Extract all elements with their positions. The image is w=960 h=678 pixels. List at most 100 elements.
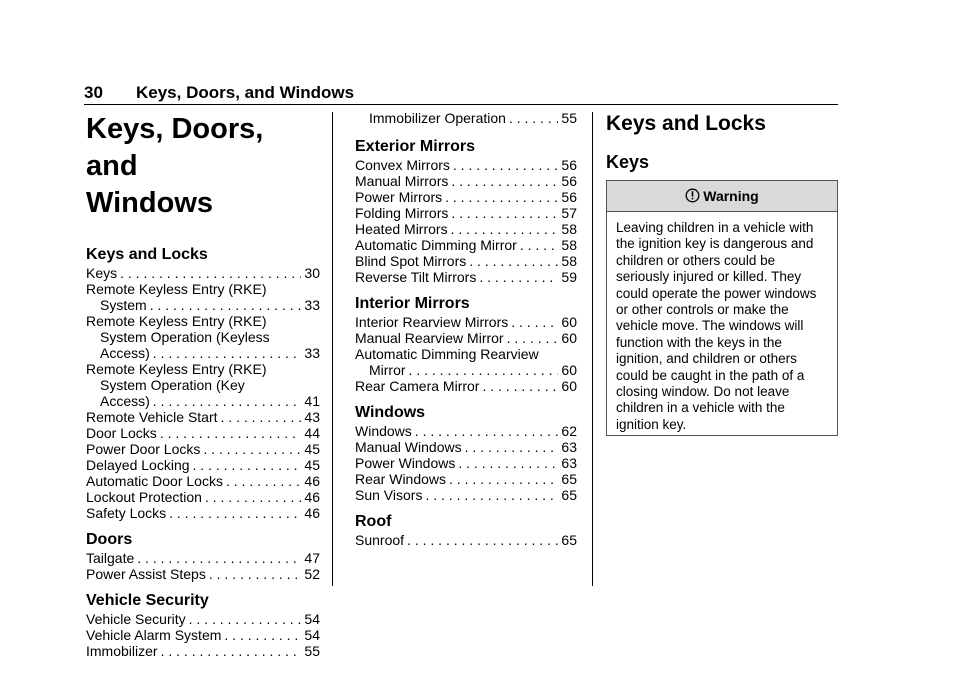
toc-entry[interactable]: Manual Mirrors 56 <box>355 173 577 189</box>
toc-entry-page: 55 <box>304 643 320 659</box>
toc-entry[interactable]: Keys30 <box>86 265 320 281</box>
toc-entry-page: 56 <box>561 189 577 205</box>
toc-entry-label: Interior Rearview Mirrors <box>355 314 509 330</box>
toc-entry-label: Remote Vehicle Start <box>86 409 218 425</box>
toc-entry[interactable]: Delayed Locking45 <box>86 457 320 473</box>
toc-entry-label: Manual Mirrors <box>355 173 449 189</box>
toc-section-keys-and-locks: Keys and LocksKeys30Remote Keyless Entry… <box>86 245 320 521</box>
toc-entry-label: Mirror <box>369 362 406 378</box>
toc-entry-page: 62 <box>561 423 577 439</box>
leader-dots <box>161 643 302 659</box>
toc-entry[interactable]: Windows62 <box>355 423 577 439</box>
toc-entry[interactable]: Manual Rearview Mirror60 <box>355 330 577 346</box>
leader-dots <box>451 205 558 221</box>
leader-dots <box>409 362 559 378</box>
toc-entry[interactable]: Door Locks 44 <box>86 425 320 441</box>
toc-column-2: Immobilizer Operation55 Exterior Mirrors… <box>355 110 577 548</box>
leader-dots <box>224 627 301 643</box>
toc-entry[interactable]: Lockout Protection 46 <box>86 489 320 505</box>
toc-entry-label: Sunroof <box>355 532 405 548</box>
toc-entry-label: Sun Visors <box>355 487 423 503</box>
toc-entry-page: 63 <box>561 439 577 455</box>
leader-dots <box>153 345 302 361</box>
toc-entry-label: Lockout Protection <box>86 489 202 505</box>
toc-entry-label: Access) <box>100 345 150 361</box>
toc-entry-page: 58 <box>561 221 577 237</box>
toc-entry-page: 46 <box>304 473 320 489</box>
toc-entry-label: Tailgate <box>86 550 135 566</box>
toc-entry-page: 58 <box>561 237 577 253</box>
toc-entry[interactable]: Power Door Locks45 <box>86 441 320 457</box>
toc-entry-label-line: Remote Keyless Entry (RKE) <box>86 361 267 377</box>
toc-entry[interactable]: Automatic Door Locks46 <box>86 473 320 489</box>
toc-entry-label: Immobilizer Operation <box>369 110 506 126</box>
toc-entry[interactable]: Heated Mirrors 58 <box>355 221 577 237</box>
toc-entry[interactable]: Vehicle Security54 <box>86 611 320 627</box>
toc-section-heading: Exterior Mirrors <box>355 138 476 155</box>
toc-entry[interactable]: Convex Mirrors56 <box>355 157 577 173</box>
leader-dots <box>169 505 301 521</box>
toc-entry-label: Door Locks <box>86 425 157 441</box>
toc-entry[interactable]: Automatic Dimming Mirror58 <box>355 237 577 253</box>
toc-section-heading: Doors <box>86 531 133 548</box>
toc-entry-label: System <box>100 297 147 313</box>
toc-entry[interactable]: Manual Windows 63 <box>355 439 577 455</box>
toc-entry[interactable]: Remote Keyless Entry (RKE)System Operati… <box>86 361 320 409</box>
toc-entry[interactable]: Immobilizer55 <box>86 643 320 659</box>
toc-entry[interactable]: Interior Rearview Mirrors60 <box>355 314 577 330</box>
toc-entry[interactable]: Automatic Dimming RearviewMirror60 <box>355 346 577 378</box>
toc-entry-label: Rear Camera Mirror <box>355 378 480 394</box>
toc-entry[interactable]: Rear Windows65 <box>355 471 577 487</box>
toc-entry[interactable]: Sun Visors65 <box>355 487 577 503</box>
toc-entry-label: Power Door Locks <box>86 441 201 457</box>
leader-dots <box>120 265 301 281</box>
toc-entry-page: 60 <box>561 330 577 346</box>
toc-entry-page: 46 <box>304 489 320 505</box>
leader-dots <box>160 425 302 441</box>
toc-entry[interactable]: Vehicle Alarm System54 <box>86 627 320 643</box>
leader-dots <box>150 297 302 313</box>
toc-entry[interactable]: Safety Locks46 <box>86 505 320 521</box>
toc-entry-label: Reverse Tilt Mirrors <box>355 269 477 285</box>
running-title: Keys, Doors, and Windows <box>136 83 355 102</box>
leader-dots <box>509 110 558 126</box>
toc-entry[interactable]: Blind Spot Mirrors58 <box>355 253 577 269</box>
toc-entry[interactable]: Immobilizer Operation55 <box>355 110 577 126</box>
toc-entry[interactable]: Remote Vehicle Start43 <box>86 409 320 425</box>
toc-entry-label: Manual Windows <box>355 439 462 455</box>
warning-text-line: could be caught in the path of a <box>616 367 805 383</box>
toc-entry[interactable]: Tailgate47 <box>86 550 320 566</box>
toc-entry-page: 65 <box>561 532 577 548</box>
toc-entry[interactable]: Remote Keyless Entry (RKE)System Operati… <box>86 313 320 361</box>
toc-entry-page: 56 <box>561 173 577 189</box>
toc-entry[interactable]: Remote Keyless Entry (RKE)System33 <box>86 281 320 313</box>
toc-entry[interactable]: Rear Camera Mirror 60 <box>355 378 577 394</box>
leader-dots <box>415 423 559 439</box>
toc-entry-label: Keys <box>86 265 118 281</box>
toc-entry-label: Access) <box>100 393 150 409</box>
warning-box: Warning Leaving children in a vehicle wi… <box>606 180 838 436</box>
warning-header: Warning <box>607 181 837 212</box>
toc-entry-label: Power Assist Steps <box>86 566 206 582</box>
toc-entry[interactable]: Power Windows63 <box>355 455 577 471</box>
leader-dots <box>458 455 558 471</box>
toc-entry[interactable]: Power Assist Steps52 <box>86 566 320 582</box>
toc-entry-page: 44 <box>304 425 320 441</box>
toc-entry-page: 33 <box>304 297 320 313</box>
toc-entry-label: Power Mirrors <box>355 189 443 205</box>
toc-entry-label: Heated Mirrors <box>355 221 448 237</box>
toc-section-heading: Vehicle Security <box>86 592 209 609</box>
leader-dots <box>137 550 301 566</box>
toc-entry[interactable]: Power Mirrors 56 <box>355 189 577 205</box>
toc-entry-page: 60 <box>561 378 577 394</box>
toc-entry[interactable]: Folding Mirrors57 <box>355 205 577 221</box>
toc-entry[interactable]: Sunroof 65 <box>355 532 577 548</box>
toc-section-doors: DoorsTailgate47Power Assist Steps52 <box>86 530 320 582</box>
toc-entry[interactable]: Reverse Tilt Mirrors59 <box>355 269 577 285</box>
section-title: Keys and Locks <box>606 112 766 135</box>
column-divider-2 <box>592 112 593 586</box>
